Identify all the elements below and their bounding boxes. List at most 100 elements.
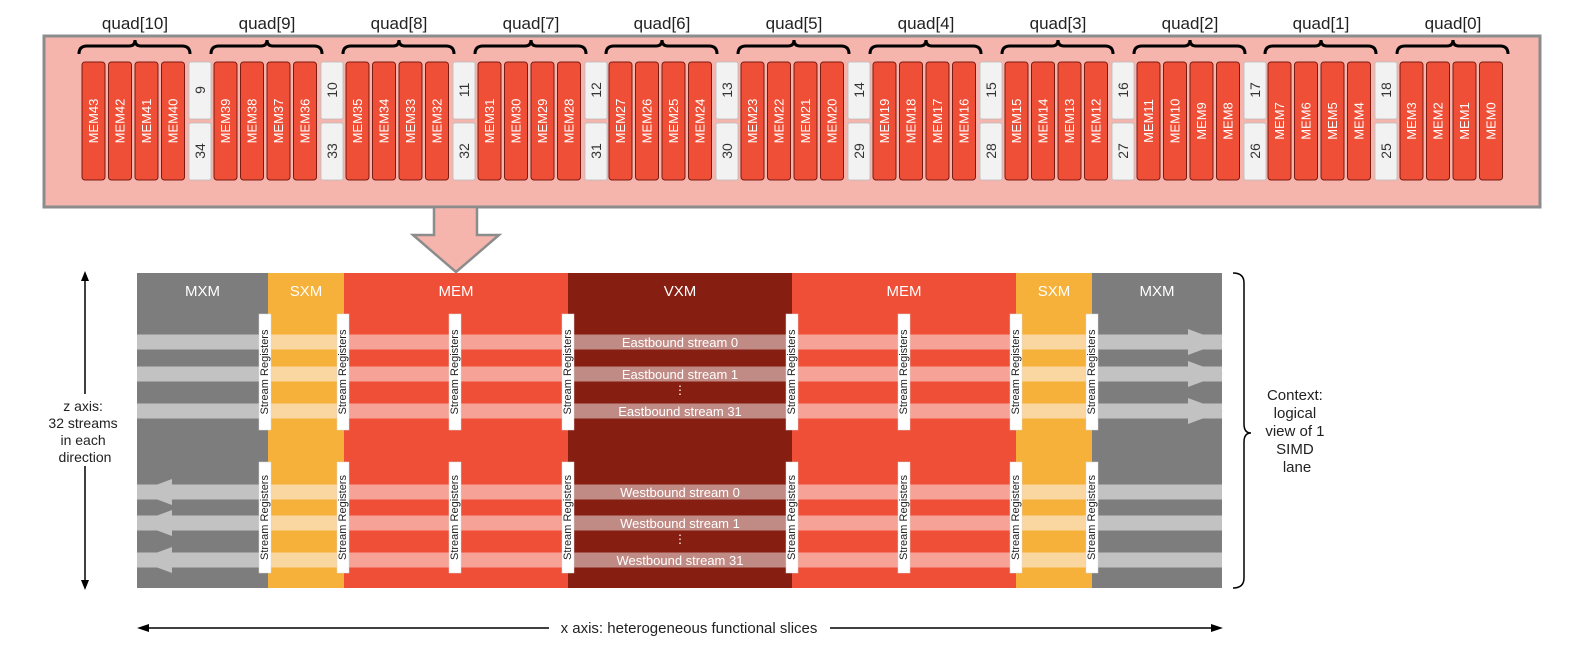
stream-register-label: Stream Registers — [1086, 329, 1098, 414]
separator-number: 13 — [719, 82, 735, 98]
mem-bank-label: MEM18 — [904, 99, 919, 144]
mem-bank — [1347, 61, 1371, 181]
mem-bank-label: MEM23 — [745, 99, 760, 144]
quad-label: quad[7] — [503, 14, 560, 33]
separator-number: 32 — [456, 143, 472, 159]
mem-bank — [134, 61, 159, 181]
quad-brace — [473, 39, 588, 55]
mem-bank-label: MEM17 — [930, 99, 945, 144]
mem-bank — [1399, 61, 1424, 181]
stream-register — [258, 313, 272, 431]
mem-bank-label: MEM5 — [1325, 102, 1340, 140]
mem-bank — [557, 61, 581, 181]
separator-number: 11 — [456, 83, 472, 98]
separator-number: 10 — [324, 82, 340, 98]
eastbound-ellipsis: ⋮ — [674, 383, 686, 397]
mem-bank-label: MEM21 — [798, 99, 813, 144]
slice-label: MXM — [1140, 283, 1175, 300]
slice-label: VXM — [664, 283, 697, 300]
quad-brace — [209, 39, 324, 55]
westbound-stream-label: Westbound stream 0 — [620, 485, 740, 500]
quad-label: quad[5] — [766, 14, 823, 33]
stream-band — [268, 484, 344, 500]
mem-bank — [1031, 61, 1055, 181]
separator-top — [320, 61, 344, 120]
stream-band — [137, 403, 268, 419]
stream-band — [1092, 515, 1222, 531]
quad-brace — [341, 39, 456, 55]
stream-band — [568, 484, 792, 500]
mem-bank — [425, 61, 449, 181]
mem-bank — [899, 61, 923, 181]
stream-register — [448, 461, 462, 574]
mem-bank-label: MEM12 — [1089, 99, 1104, 144]
mem-bank — [1189, 61, 1214, 181]
mem-bank-label: MEM39 — [218, 99, 233, 144]
eastbound-stream-label: Eastbound stream 31 — [618, 404, 742, 419]
eastbound-arrowhead — [1188, 329, 1223, 355]
separator-bottom — [1243, 122, 1267, 181]
separator-number: 18 — [1378, 82, 1394, 98]
mem-bank — [925, 61, 950, 181]
mem-bank-label: MEM33 — [403, 99, 418, 144]
stream-band — [1016, 552, 1092, 568]
mem-bank — [793, 61, 818, 181]
slice-vxm — [568, 273, 792, 588]
slice-label: MXM — [185, 283, 220, 300]
mem-bank — [345, 61, 370, 181]
quad-brace — [1263, 39, 1378, 55]
separator-bottom — [715, 122, 739, 181]
stream-register-label: Stream Registers — [259, 475, 271, 560]
mem-bank — [1136, 61, 1161, 181]
stream-register — [1085, 461, 1099, 574]
stream-band — [137, 334, 268, 350]
stream-register-label: Stream Registers — [337, 475, 349, 560]
mem-bank-label: MEM8 — [1221, 102, 1236, 140]
quad-brace — [1000, 39, 1115, 55]
stream-register-label: Stream Registers — [449, 475, 461, 560]
separator-number: 16 — [1115, 82, 1131, 98]
westbound-arrowhead — [137, 479, 172, 505]
westbound-arrowhead — [137, 547, 172, 573]
mem-bank — [688, 61, 712, 181]
stream-register — [336, 461, 350, 574]
stream-register-label: Stream Registers — [898, 329, 910, 414]
stream-band — [268, 366, 344, 382]
separator-bottom — [320, 122, 344, 181]
separator-top — [1111, 61, 1135, 120]
mem-bank — [740, 61, 765, 181]
mem-bank — [608, 61, 633, 181]
mem-bank-label: MEM4 — [1352, 102, 1367, 140]
stream-band — [1016, 484, 1092, 500]
mem-bank-label: MEM38 — [245, 99, 260, 144]
separator-number: 26 — [1247, 143, 1263, 159]
mem-bank — [1320, 61, 1345, 181]
z-axis-label: z axis: 32 streams in each direction — [48, 398, 121, 465]
mem-bank — [240, 61, 264, 181]
eastbound-arrowhead — [1188, 398, 1223, 424]
separator-bottom — [452, 122, 476, 181]
mem-bank-label: MEM1 — [1457, 102, 1472, 140]
mem-bank-label: MEM11 — [1141, 99, 1156, 143]
mem-bank — [81, 61, 106, 181]
mem-bank-label: MEM3 — [1404, 102, 1419, 140]
stream-register-label: Stream Registers — [562, 329, 574, 414]
stream-register-label: Stream Registers — [1010, 475, 1022, 560]
separator-top — [1374, 61, 1398, 120]
stream-register-label: Stream Registers — [898, 475, 910, 560]
mem-bank-label: MEM40 — [166, 99, 181, 144]
separator-number: 28 — [983, 143, 999, 159]
separator-number: 15 — [983, 82, 999, 98]
separator-number: 33 — [324, 143, 340, 159]
mem-bank-label: MEM28 — [562, 99, 577, 144]
mem-bank-label: MEM25 — [666, 99, 681, 144]
slice-label: MEM — [439, 283, 474, 300]
stream-band — [568, 552, 792, 568]
mem-bank-label: MEM35 — [350, 99, 365, 144]
mem-bank — [952, 61, 976, 181]
stream-register — [448, 313, 462, 431]
stream-register — [336, 313, 350, 431]
quad-brace — [736, 39, 851, 55]
